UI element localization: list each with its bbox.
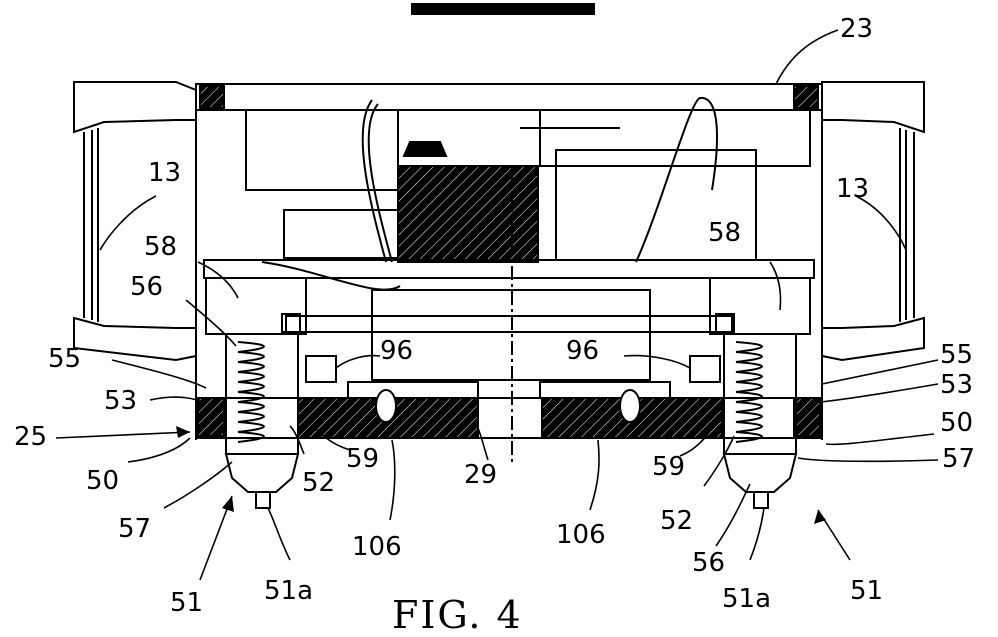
label-25: 25 (14, 422, 48, 452)
label-58-left: 58 (144, 232, 178, 262)
left-nozzle (224, 453, 300, 493)
left-spring (237, 341, 265, 443)
left-spring-cylinder (225, 333, 299, 455)
label-13-right: 13 (836, 174, 870, 204)
label-51a-left: 51a (264, 576, 314, 606)
label-51-left: 51 (170, 588, 204, 618)
mid-plate (203, 259, 815, 279)
label-59-right: 59 (652, 452, 686, 482)
left-spring-housing (205, 277, 307, 335)
arrow-heads (176, 426, 826, 524)
central-block (397, 165, 539, 263)
label-106-right: 106 (556, 520, 606, 550)
label-96-right: 96 (566, 336, 600, 366)
label-57-right: 57 (942, 444, 976, 474)
left-flange-top (73, 81, 197, 134)
label-52-right: 52 (660, 506, 694, 536)
label-56-right: 56 (692, 548, 726, 578)
label-13-left: 13 (148, 158, 182, 188)
leader-lines (55, 29, 939, 581)
top-seal-right (793, 85, 819, 109)
label-52-left: 52 (302, 468, 336, 498)
label-55-left: 55 (48, 344, 82, 374)
label-59-left: 59 (346, 444, 380, 474)
label-57-left: 57 (118, 514, 152, 544)
top-plate (195, 83, 823, 111)
label-96-left: 96 (380, 336, 414, 366)
label-50-right: 50 (940, 408, 974, 438)
label-53-right: 53 (940, 370, 974, 400)
right-spring-housing (709, 277, 811, 335)
top-seal-left (199, 85, 225, 109)
base-plate (195, 397, 823, 439)
label-50-left: 50 (86, 466, 120, 496)
label-23: 23 (840, 14, 874, 44)
figure-caption: FIG. 4 (392, 593, 523, 637)
left-flange-bottom (73, 316, 197, 362)
right-nozzle (722, 453, 798, 493)
label-106-left: 106 (352, 532, 402, 562)
right-spring (735, 341, 763, 443)
label-58-right: 58 (708, 218, 742, 248)
cable-left (361, 99, 387, 263)
right-flange-top (821, 81, 925, 134)
lamp-right (619, 389, 641, 423)
right-flange-bottom (821, 316, 925, 362)
title-underline (411, 3, 595, 15)
label-56-left: 56 (130, 272, 164, 302)
label-55-right: 55 (940, 340, 974, 370)
label-51-right: 51 (850, 576, 884, 606)
lamp-left (375, 389, 397, 423)
label-29: 29 (464, 460, 498, 490)
label-51a-right: 51a (722, 584, 772, 614)
label-53-left: 53 (104, 386, 138, 416)
right-spring-cylinder (723, 333, 797, 455)
